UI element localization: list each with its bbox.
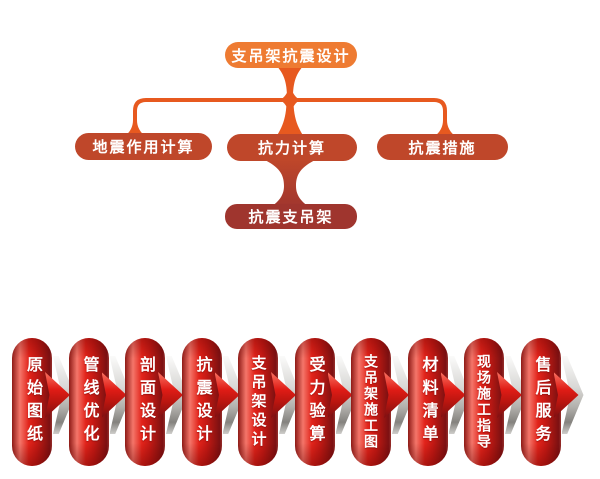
process-capsule: 剖面设计 <box>125 338 165 466</box>
process-step-label: 剖面设计 <box>137 356 154 448</box>
process-step: 抗震设计 <box>181 330 252 479</box>
orgchart-result-label: 抗震支吊架 <box>248 209 334 226</box>
process-flow: 原始图纸 管线优化 剖面设计 抗震设计 支吊架设计 受力验算 支吊架施工图 材料清单 现场施工指… <box>0 330 600 479</box>
connector-right-flare <box>435 120 455 136</box>
process-step-label: 材料清单 <box>419 356 437 448</box>
process-capsule: 抗震设计 <box>181 338 222 466</box>
process-step: 管线优化 <box>68 330 139 479</box>
process-capsule: 现场施工指导 <box>464 338 504 466</box>
process-capsule: 管线优化 <box>68 338 109 466</box>
orgchart-connector-lines <box>125 63 455 210</box>
process-step-label: 售后服务 <box>532 356 550 448</box>
process-step-label: 现场施工指导 <box>476 354 492 450</box>
process-step-label: 支吊架设计 <box>249 354 267 450</box>
process-capsule: 受力验算 <box>294 338 335 466</box>
process-step: 原始图纸 <box>12 330 82 479</box>
process-capsule: 售后服务 <box>520 338 561 466</box>
process-step: 现场施工指导 <box>464 330 534 479</box>
connector-root-stem <box>274 63 306 95</box>
orgchart-child-label: 地震作用计算 <box>92 139 195 156</box>
process-step: 受力验算 <box>294 330 365 479</box>
process-step-label: 支吊架施工图 <box>363 354 379 450</box>
orgchart-child-box-resistance: 抗力计算 <box>227 134 357 161</box>
orgchart-child-label: 抗震措施 <box>408 139 477 157</box>
process-step: 售后服务 <box>520 330 591 479</box>
orgchart-child-box-seismic-action: 地震作用计算 <box>75 133 212 160</box>
process-capsule: 支吊架设计 <box>238 338 278 466</box>
process-capsule: 支吊架施工图 <box>351 338 391 466</box>
orgchart-root-box: 支吊架抗震设计 <box>225 42 357 68</box>
connector-left-flare <box>125 120 145 136</box>
arrow-right-icon <box>553 355 586 435</box>
process-capsule: 材料清单 <box>407 338 448 466</box>
process-capsule: 原始图纸 <box>12 338 52 466</box>
process-step-label: 管线优化 <box>80 356 98 448</box>
process-step-label: 受力验算 <box>306 356 324 448</box>
connector-result-funnel <box>263 159 317 210</box>
orgchart-root-label: 支吊架抗震设计 <box>231 47 351 65</box>
connector-center-funnel <box>276 103 304 137</box>
connector-junction-diamond <box>280 86 300 114</box>
orgchart-child-box-measures: 抗震措施 <box>377 134 508 160</box>
orgchart-child-label: 抗力计算 <box>257 140 326 157</box>
process-step-label: 抗震设计 <box>193 356 211 448</box>
process-step-label: 原始图纸 <box>24 356 41 448</box>
orgchart-result-box: 抗震支吊架 <box>225 204 357 229</box>
